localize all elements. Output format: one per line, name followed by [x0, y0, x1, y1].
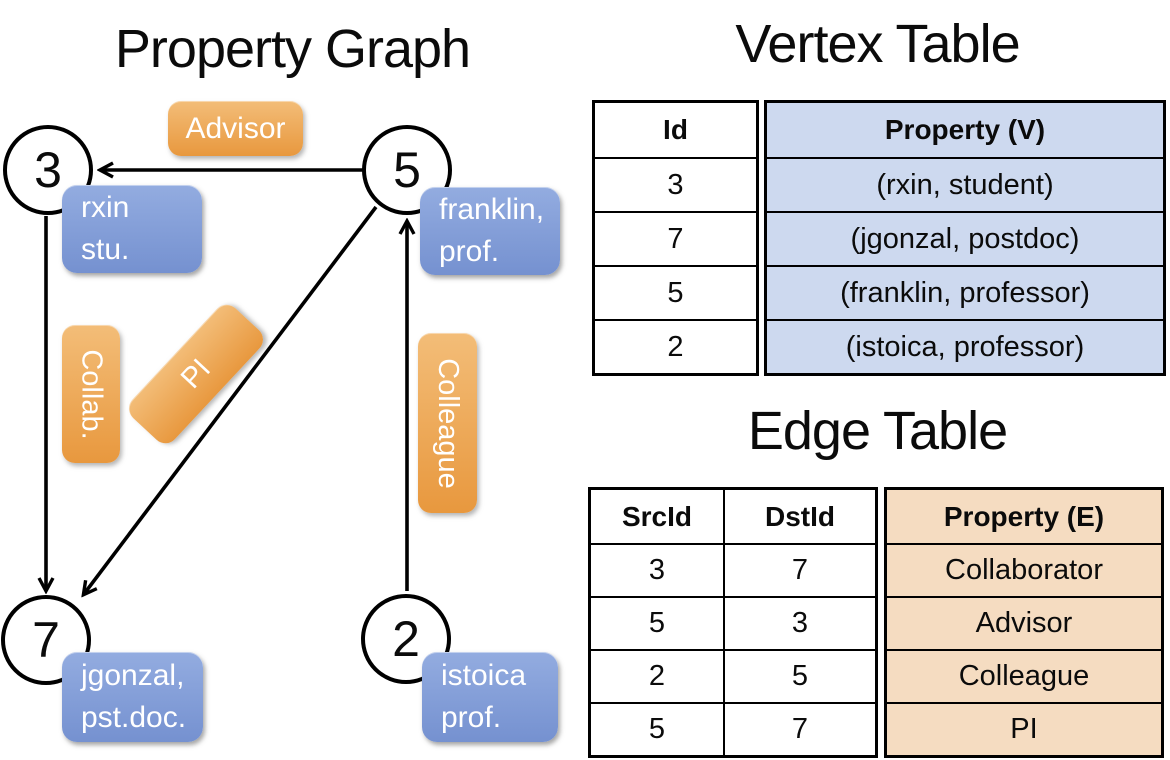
- edge-label-text: PI: [174, 352, 217, 395]
- vertex-table-property-cell: (franklin, professor): [767, 265, 1163, 319]
- edge-table-property-column: Property (E) Collaborator Advisor Collea…: [884, 487, 1164, 758]
- edge-table-row: 5 3: [591, 596, 875, 649]
- vertex-prop-line: stu.: [81, 233, 130, 266]
- vertex-table-property-header: Property (V): [767, 103, 1163, 157]
- edge-table-src-dst-columns: SrcId DstId 3 7 5 3 2 5 5 7: [588, 487, 878, 758]
- vertex-prop-box-jgonzal: jgonzal, pst.doc.: [62, 652, 203, 742]
- edge-table-src-cell: 3: [648, 554, 666, 586]
- edge-table-property-cell: Collaborator: [887, 543, 1161, 596]
- vertex-table-property-column: Property (V) (rxin, student) (jgonzal, p…: [764, 100, 1166, 376]
- vertex-prop-box-rxin: rxin stu.: [62, 185, 202, 273]
- edge-5-to-7-pi: [84, 205, 378, 594]
- vertex-prop-line: jgonzal,: [81, 659, 185, 692]
- vertex-table-id-cell: 5: [595, 265, 756, 319]
- vertex-table-property-cell: (rxin, student): [767, 157, 1163, 211]
- edge-table-dstid-header: DstId: [723, 490, 875, 543]
- edge-table-src-cell: 2: [648, 660, 666, 692]
- vertex-prop-line: istoica: [441, 659, 527, 692]
- edge-table-header-row: SrcId DstId: [591, 490, 875, 543]
- node-2-id: 2: [392, 611, 420, 667]
- edge-table-dst-cell: 7: [723, 545, 875, 596]
- edge-label-colleague: Colleague: [418, 333, 477, 513]
- vertex-table-title: Vertex Table: [735, 14, 1020, 74]
- edge-label-text: Collab.: [75, 348, 108, 440]
- edge-table-title: Edge Table: [747, 401, 1008, 461]
- graph-edges: [0, 0, 585, 760]
- edge-table-dst-cell: 7: [723, 704, 875, 755]
- vertex-table-property-cell: (jgonzal, postdoc): [767, 211, 1163, 265]
- edge-table-dst-cell: 3: [723, 598, 875, 649]
- vertex-prop-line: prof.: [439, 235, 500, 268]
- node-5: 5: [362, 125, 452, 215]
- edge-table-row: 2 5: [591, 649, 875, 702]
- vertex-table-id-cell: 3: [595, 157, 756, 211]
- edge-table-property-cell: Advisor: [887, 596, 1161, 649]
- vertex-table-id-header: Id: [663, 114, 688, 145]
- edge-table-property-cell: Colleague: [887, 649, 1161, 702]
- edge-table-srcid-header: SrcId: [621, 500, 693, 532]
- edge-label-text: Colleague: [432, 357, 465, 489]
- vertex-prop-box-istoica: istoica prof.: [422, 652, 558, 742]
- edge-table-src-cell: 5: [648, 713, 666, 745]
- edge-label-text: Advisor: [185, 111, 286, 145]
- vertex-prop-box-franklin: franklin, prof.: [420, 187, 560, 275]
- edge-table-dst-cell: 5: [723, 651, 875, 702]
- vertex-prop-line: rxin: [81, 191, 130, 224]
- vertex-table-id-cell: 7: [595, 211, 756, 265]
- vertex-table-id-cell: 2: [595, 319, 756, 373]
- vertex-table-id-column: Id 3 7 5 2: [592, 100, 759, 376]
- node-5-id: 5: [393, 142, 421, 198]
- node-3-id: 3: [34, 142, 62, 198]
- edge-table-property-header: Property (E): [887, 490, 1161, 543]
- edge-table-property-cell: PI: [887, 702, 1161, 755]
- edge-table-src-cell: 5: [648, 607, 666, 639]
- node-2: 2: [361, 594, 451, 684]
- vertex-prop-line: prof.: [441, 701, 502, 734]
- edge-label-collab: Collab.: [62, 325, 120, 463]
- property-graph-title: Property Graph: [114, 19, 471, 79]
- node-7-id: 7: [32, 612, 60, 668]
- edge-table-row: 3 7: [591, 543, 875, 596]
- vertex-table-property-cell: (istoica, professor): [767, 319, 1163, 373]
- vertex-prop-line: franklin,: [439, 193, 545, 226]
- edge-label-advisor: Advisor: [168, 101, 303, 156]
- edge-table-row: 5 7: [591, 702, 875, 755]
- vertex-prop-line: pst.doc.: [81, 701, 187, 734]
